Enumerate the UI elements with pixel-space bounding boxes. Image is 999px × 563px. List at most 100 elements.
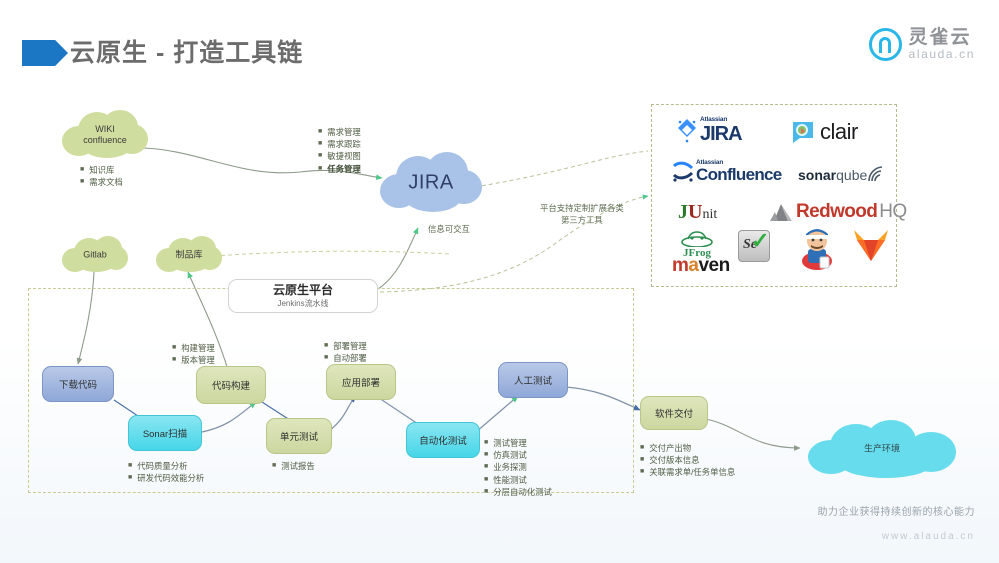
test-bullet-2: 业务探测 bbox=[493, 462, 527, 473]
brand-name-en: alauda.cn bbox=[908, 47, 975, 62]
header-arrow-marker bbox=[22, 40, 68, 66]
bullet-dot: ■ bbox=[80, 178, 85, 186]
node-auto-test-label: 自动化测试 bbox=[419, 436, 467, 447]
third-party-note-line2: 第三方工具 bbox=[560, 214, 603, 225]
test-bullets: ■测试管理 ■仿真测试 ■业务探测 ■性能测试 ■分层自动化测试 bbox=[484, 437, 552, 498]
confluence-vendor-label: Atlassian bbox=[696, 158, 724, 166]
gitlab-fox-icon bbox=[854, 230, 888, 261]
jira-vendor-label: Atlassian bbox=[700, 116, 728, 123]
gitlab-logo bbox=[852, 225, 890, 268]
platform-subtitle: Jenkins流水线 bbox=[277, 298, 329, 308]
selenium-icon: Se ✓ bbox=[738, 228, 770, 262]
build-bullet-1: 版本管理 bbox=[181, 355, 215, 366]
wiki-bullets: ■知识库 ■需求文档 bbox=[80, 164, 123, 188]
node-code-build[interactable]: 代码构建 bbox=[196, 366, 266, 404]
delivery-bullet-1: 交付版本信息 bbox=[649, 455, 700, 466]
page-title: 云原生 - 打造工具链 bbox=[70, 39, 304, 67]
wiki-bullet-0: 知识库 bbox=[89, 165, 115, 175]
deploy-bullet-1: 自动部署 bbox=[333, 353, 367, 364]
build-bullets: ■ 构建管理 ■ 版本管理 bbox=[172, 342, 215, 366]
bullet-dot: ■ bbox=[484, 463, 489, 471]
node-sonar-scan-label: Sonar扫描 bbox=[142, 429, 188, 440]
node-code-build-label: 代码构建 bbox=[211, 381, 250, 392]
selenium-name-label: Se bbox=[743, 237, 757, 252]
bullet-dot: ■ bbox=[172, 356, 177, 364]
cloud-gitlab: Gitlab bbox=[62, 236, 128, 274]
wiki-bullet-1: 需求文档 bbox=[89, 177, 123, 188]
bullet-dot: ■ bbox=[324, 354, 329, 362]
redwood-name-label: Redwood bbox=[796, 201, 878, 222]
jira-bullet-2: 敏捷视图 bbox=[327, 151, 361, 162]
confluence-name-label: Confluence bbox=[696, 165, 782, 184]
platform-box: 云原生平台 Jenkins流水线 bbox=[228, 279, 378, 313]
bullet-dot: ■ bbox=[640, 468, 645, 476]
bullet-dot: ■ bbox=[272, 462, 277, 469]
jira-bullet-0: 需求管理 bbox=[327, 127, 361, 137]
jira-icon bbox=[678, 118, 696, 142]
node-download-code[interactable]: 下载代码 bbox=[42, 366, 114, 402]
sonar-bullet-1: 研发代码效能分析 bbox=[137, 473, 205, 484]
bullet-dot: ■ bbox=[484, 439, 489, 446]
node-sonar-scan[interactable]: Sonar扫描 bbox=[128, 415, 202, 451]
bullet-dot: ■ bbox=[640, 456, 645, 464]
docker-whale-icon bbox=[802, 229, 832, 270]
jira-bullets: ■需求管理 ■需求跟踪 ■敏捷视图 ■任务管理 bbox=[318, 126, 361, 175]
bullet-dot: ■ bbox=[640, 444, 645, 451]
node-manual-test-label: 人工测试 bbox=[513, 376, 552, 387]
node-download-code-label: 下载代码 bbox=[58, 380, 97, 391]
node-manual-test[interactable]: 人工测试 bbox=[498, 362, 568, 398]
clair-logo: clair bbox=[790, 119, 858, 145]
sonarqube-light-label: qube bbox=[836, 167, 868, 183]
node-unit-test[interactable]: 单元测试 bbox=[266, 418, 332, 454]
jira-bullet-3: 任务管理 bbox=[327, 163, 361, 174]
bullet-dot: ■ bbox=[172, 344, 177, 351]
deploy-bullets: ■ 部署管理 ■ 自动部署 bbox=[324, 340, 367, 364]
redwoodhq-icon bbox=[770, 204, 792, 221]
clair-icon bbox=[793, 122, 813, 143]
sonar-bullet-0: 代码质量分析 bbox=[137, 461, 188, 471]
jfrog-name-label: JFrog bbox=[683, 247, 711, 259]
footer-url: www.alauda.cn bbox=[881, 531, 975, 542]
bullet-dot: ■ bbox=[484, 487, 489, 495]
build-bullet-0: 构建管理 bbox=[181, 343, 215, 353]
bullet-dot: ■ bbox=[318, 164, 323, 172]
test-bullet-3: 性能测试 bbox=[493, 474, 527, 485]
bullet-dot: ■ bbox=[318, 128, 323, 135]
cloud-wiki-confluence: WIKI confluence bbox=[62, 110, 148, 160]
junit-j-label: J bbox=[678, 201, 688, 223]
delivery-bullet-2: 关联需求单/任务单信息 bbox=[649, 467, 736, 478]
test-bullet-0: 测试管理 bbox=[493, 438, 527, 448]
unittest-bullets: ■测试报告 bbox=[272, 460, 315, 472]
sonar-bullets: ■代码质量分析 ■研发代码效能分析 bbox=[128, 460, 204, 484]
sonarqube-waves-icon bbox=[868, 166, 883, 182]
node-unit-test-label: 单元测试 bbox=[279, 432, 318, 443]
delivery-bullets: ■ 交付产出物 ■ 交付版本信息 ■ 关联需求单/任务单信息 bbox=[640, 442, 735, 479]
maven-a-label: a bbox=[688, 255, 699, 276]
check-icon: ✓ bbox=[751, 228, 770, 253]
junit-logo: J U nit bbox=[678, 201, 717, 224]
selenium-logo: Se ✓ bbox=[738, 228, 770, 262]
jira-bullet-1: 需求跟踪 bbox=[327, 139, 361, 150]
delivery-bullet-0: 交付产出物 bbox=[649, 443, 692, 453]
junit-u-label: U bbox=[688, 201, 703, 223]
platform-title: 云原生平台 bbox=[272, 283, 333, 297]
junit-nit-label: nit bbox=[702, 207, 718, 222]
maven-ven-label: ven bbox=[698, 255, 730, 276]
node-software-delivery[interactable]: 软件交付 bbox=[640, 396, 708, 430]
jira-logo: Atlassian JIRA bbox=[676, 116, 743, 144]
third-party-note: 平台支持定制扩展各类 第三方工具 bbox=[540, 203, 624, 227]
brand-logo: 灵雀云 alauda.cn bbox=[868, 27, 975, 62]
clair-name-label: clair bbox=[820, 119, 858, 144]
node-auto-test[interactable]: 自动化测试 bbox=[406, 422, 480, 458]
cloud-artifact-repo: 制品库 bbox=[156, 236, 222, 274]
deploy-bullet-0: 部署管理 bbox=[333, 341, 367, 351]
bullet-dot: ■ bbox=[324, 342, 329, 349]
bullet-dot: ■ bbox=[484, 451, 489, 459]
node-software-delivery-label: 软件交付 bbox=[654, 409, 693, 420]
brand-name-cn: 灵雀云 bbox=[908, 27, 972, 49]
docker-logo bbox=[794, 223, 840, 276]
maven-m-label: m bbox=[672, 255, 689, 276]
confluence-icon bbox=[672, 161, 694, 182]
node-app-deploy[interactable]: 应用部署 bbox=[326, 364, 396, 400]
